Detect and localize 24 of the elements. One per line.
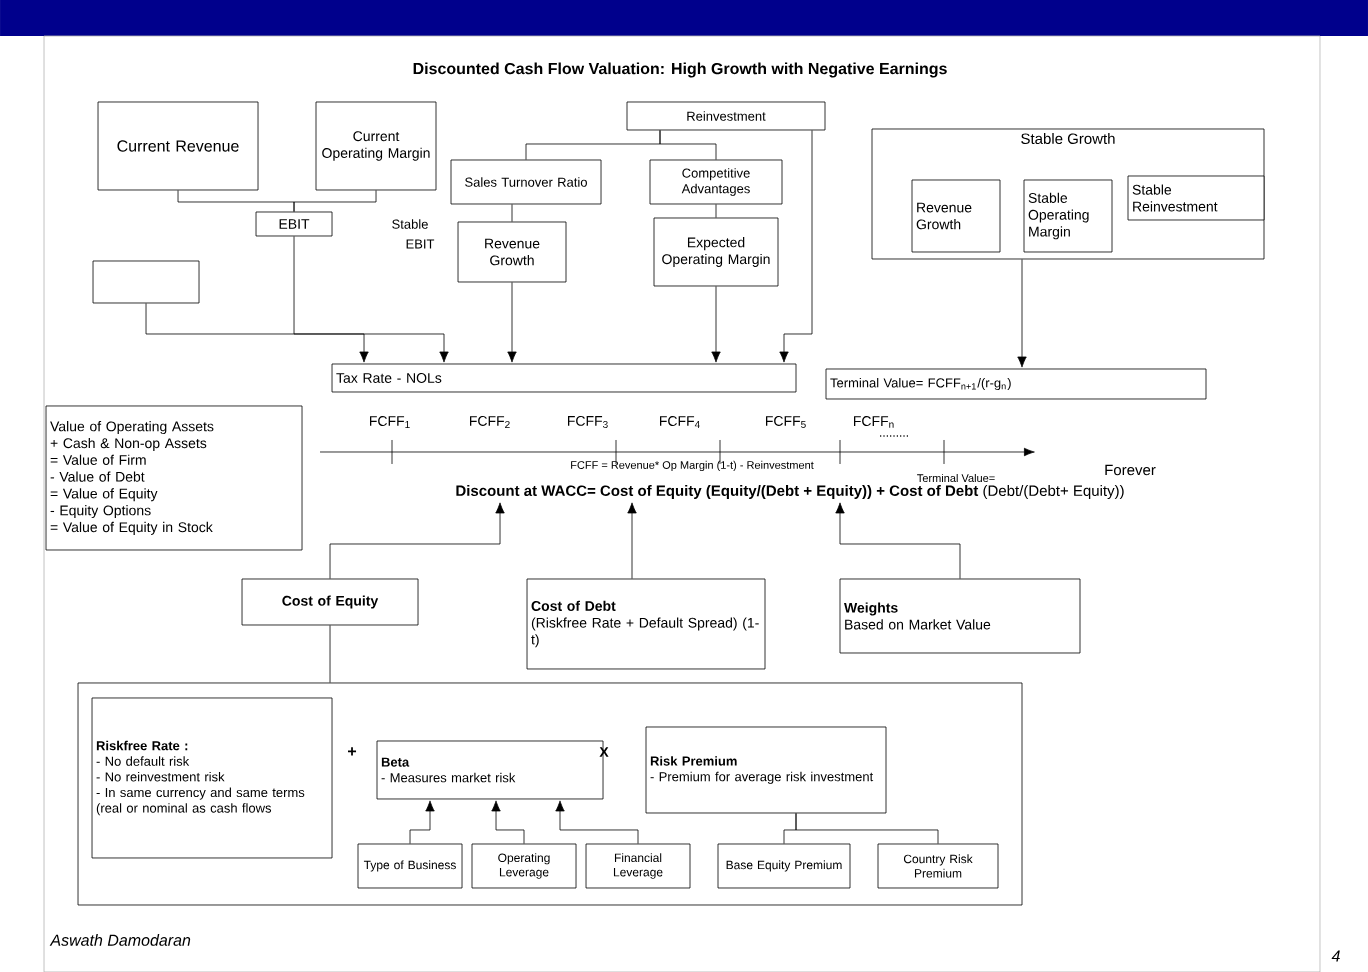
connector-line: [293, 190, 377, 212]
author-text: Aswath Damodaran: [49, 934, 191, 946]
arrow: [1017, 259, 1027, 368]
arrow: [507, 282, 517, 363]
arrow: [627, 502, 637, 579]
connector-line: [329, 625, 331, 683]
connector-line: [511, 204, 513, 222]
process-box: Current Revenue: [97, 101, 259, 191]
arrow: [555, 800, 639, 844]
arrow: [779, 130, 813, 363]
page-number: 4: [1331, 950, 1340, 962]
connector-line: [715, 204, 717, 218]
connector-line: [659, 130, 717, 160]
arrow: [409, 800, 435, 844]
arrow: [711, 286, 721, 363]
arrow: [145, 303, 369, 363]
operator-sign: +: [348, 747, 357, 756]
arrow: [491, 800, 525, 844]
arrow: [835, 502, 961, 579]
connector-line: [795, 813, 939, 844]
arrow: [329, 502, 505, 579]
diagram-title: Discounted Cash Flow Valuation: High Growth with Negative Earnings: [413, 62, 947, 78]
empty-box: [92, 260, 200, 304]
arrow: [293, 236, 449, 363]
